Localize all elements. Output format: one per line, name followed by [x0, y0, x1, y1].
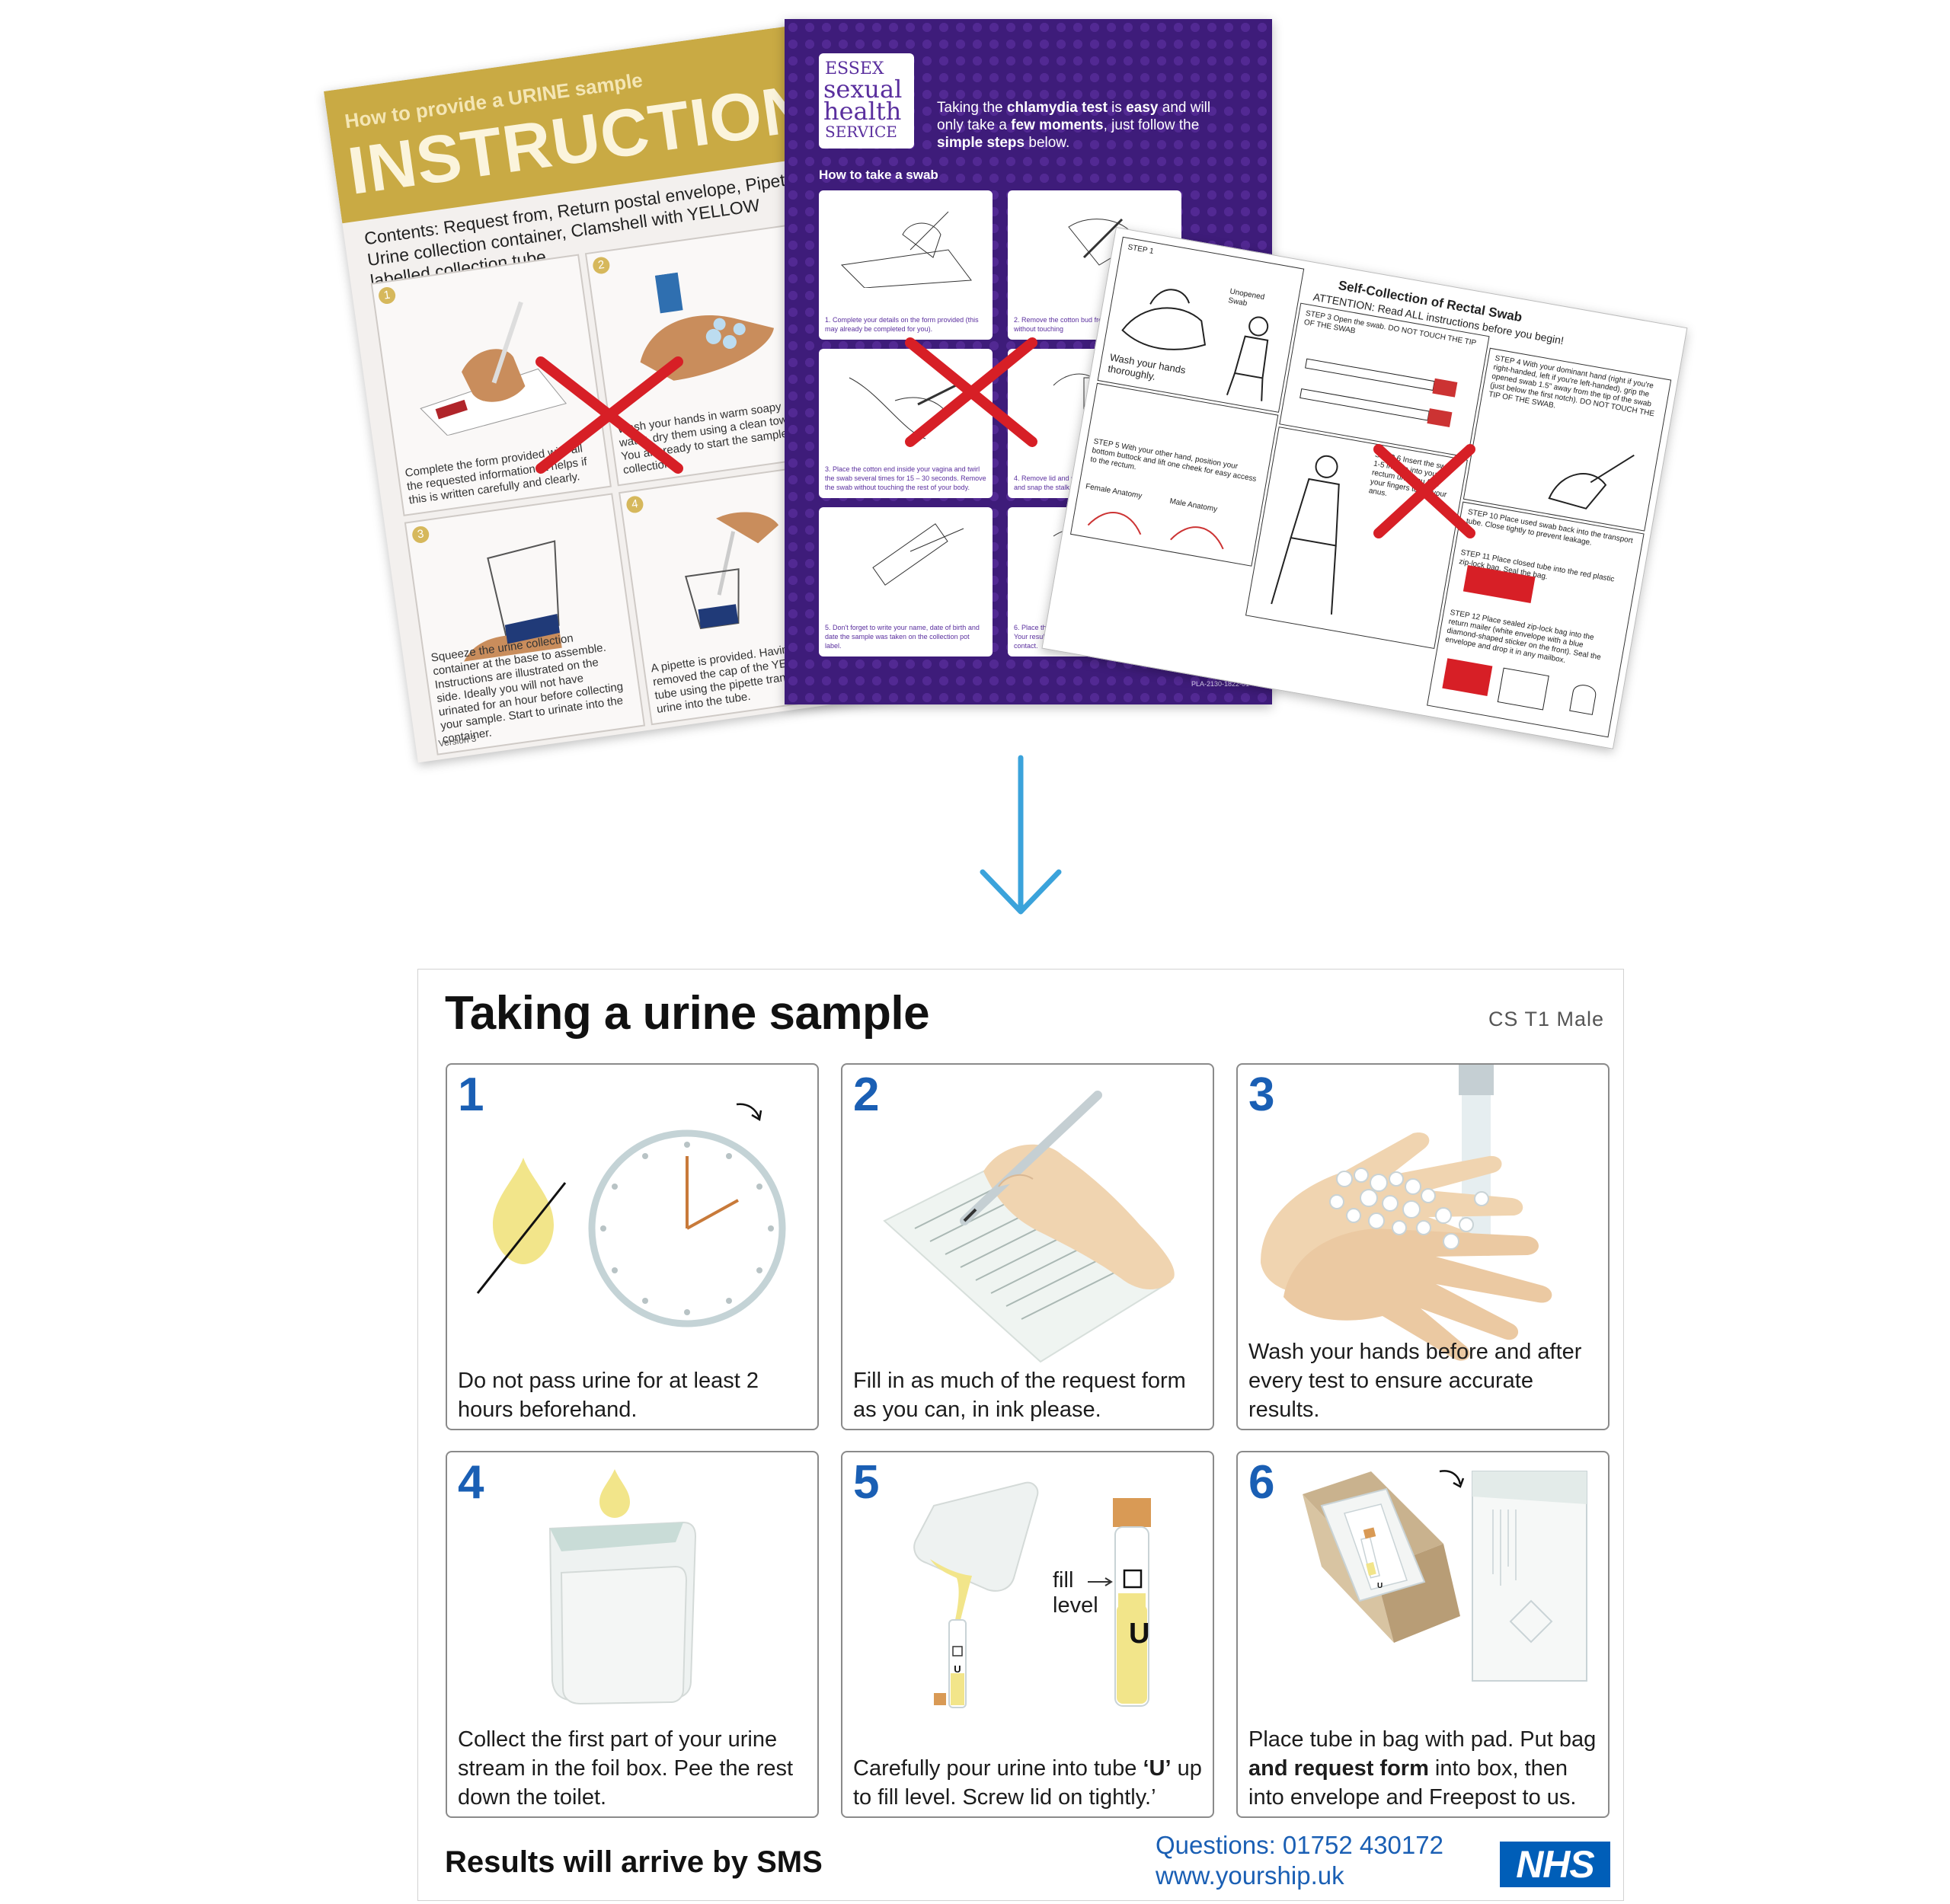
- collection-container-icon: [463, 540, 562, 662]
- step-6-card: U 6 Place tube in bag with pad. Put bag …: [1236, 1451, 1610, 1818]
- swab-panel-5: 5. Don't forget to write your name, date…: [819, 507, 993, 656]
- red-cross-icon: [1373, 444, 1475, 538]
- step-text: Fill in as much of the request form as y…: [853, 1369, 1186, 1422]
- swab-tube-drawing-icon: [1299, 358, 1458, 428]
- rectal-cell-step3: STEP 3 Open the swab. DO NOT TOUCH THE T…: [1279, 302, 1490, 458]
- clock-icon: [476, 1103, 786, 1327]
- rectal-swab-sheet: Self-Collection of Rectal Swab ATTENTION…: [1041, 227, 1688, 749]
- results-sms-note: Results will arrive by SMS: [445, 1845, 823, 1879]
- step-text: Collect the first part of your urine str…: [458, 1727, 794, 1810]
- nhs-logo: NHS: [1500, 1842, 1610, 1887]
- step-number: 6: [1248, 1456, 1275, 1509]
- hand-writing-icon: [420, 301, 567, 436]
- phone-number: Questions: 01752 430172: [1156, 1831, 1443, 1859]
- step-3-card: 3 Wash your hands before and after every…: [1236, 1063, 1610, 1430]
- swab-panel-3: 3. Place the cotton end inside your vagi…: [819, 349, 993, 498]
- step-2-card: 2 Fill in as much of the request form as…: [841, 1063, 1214, 1430]
- arrow-down-icon: [980, 755, 1062, 915]
- rectal-cell-step4: STEP 4 With your dominant hand (right if…: [1462, 347, 1672, 532]
- urine-sample-leaflet: Taking a urine sample CS T1 Male 1 Do no…: [417, 969, 1624, 1901]
- svg-text:U: U: [954, 1663, 961, 1675]
- hand-wash-drawing-icon: [1121, 289, 1207, 350]
- essex-sexual-health-logo: ESSEX sexual health SERVICE: [819, 53, 914, 149]
- rectal-cell-step5: STEP 5 With your other hand, position yo…: [1069, 382, 1279, 567]
- step-1-card: 1 Do not pass urine for at least 2 hours…: [446, 1063, 819, 1430]
- rectal-cell-step10: STEP 10 Place used swab back into the tr…: [1427, 501, 1645, 738]
- step-number: 4: [458, 1456, 484, 1509]
- chlamydia-intro-text: Taking the chlamydia test is easy and wi…: [937, 100, 1211, 151]
- step-text: Place tube in bag with pad. Put bag and …: [1248, 1727, 1597, 1810]
- person-squatting-drawing-icon: [1271, 455, 1340, 615]
- step-4-card: 4 Collect the first part of your urine s…: [446, 1451, 819, 1818]
- urine-panel-4: 4 A pipette is provided. Having removed …: [619, 462, 860, 726]
- contact-info: Questions: 01752 430172 www.yourship.uk: [1156, 1830, 1443, 1891]
- box-and-envelope-icon: [1303, 1470, 1587, 1682]
- rectal-cell-step6: STEP 6 Insert the swab 1-5 inches into y…: [1245, 426, 1468, 650]
- fill-level-label: fill level: [1053, 1568, 1098, 1618]
- step-number: 3: [1248, 1069, 1275, 1121]
- mailbox-icon: [1442, 658, 1597, 715]
- anatomy-drawing-icon: [1087, 512, 1224, 550]
- step-number: 1: [458, 1069, 484, 1121]
- red-bag-icon: [1462, 564, 1536, 604]
- page-title: Taking a urine sample: [445, 987, 930, 1040]
- step-number: 2: [853, 1069, 880, 1121]
- sheet-code: PLA-2130-1822-01: [1191, 680, 1249, 688]
- label-tube-icon: [872, 523, 964, 586]
- leaflet-code: CS T1 Male: [1488, 1008, 1604, 1030]
- website-link[interactable]: www.yourship.uk: [1156, 1861, 1344, 1890]
- swab-heading: How to take a swab: [819, 168, 938, 182]
- tube-letter-label: U: [1129, 1618, 1150, 1650]
- pour-into-tube-icon: U: [913, 1481, 1151, 1708]
- urine-panel-1: 1 Complete the form provided with all th…: [370, 254, 612, 516]
- swab-panel-1: 1. Complete your details on the form pro…: [819, 190, 993, 340]
- step-text: Do not pass urine for at least 2 hours b…: [458, 1369, 759, 1422]
- red-cross-icon: [905, 337, 1037, 447]
- pen-writing-form-icon: [883, 1091, 1175, 1363]
- hand-grip-swab-icon: [1548, 454, 1635, 510]
- step-text: Wash your hands before and after every t…: [1248, 1340, 1582, 1422]
- step-number: 5: [853, 1456, 880, 1509]
- hands-washing-icon: [1261, 1065, 1552, 1361]
- pen-on-form-icon: [840, 211, 972, 288]
- tube-letter-label: U: [1377, 1582, 1383, 1590]
- pipette-icon: [685, 512, 779, 630]
- step-text: Carefully pour urine into tube ‘U’ up to…: [853, 1756, 1202, 1810]
- red-cross-icon: [535, 356, 683, 474]
- rectal-cell-step1: STEP 1 Wash your hands thoroughly. Unope…: [1097, 236, 1305, 413]
- urine-panel-3: 3 Squeeze the urine collection container…: [404, 493, 646, 756]
- step-5-card: U U fill level 5 Carefully pour urine in…: [841, 1451, 1214, 1818]
- foil-box-icon: [548, 1469, 697, 1705]
- person-sitting-drawing-icon: [1226, 316, 1269, 401]
